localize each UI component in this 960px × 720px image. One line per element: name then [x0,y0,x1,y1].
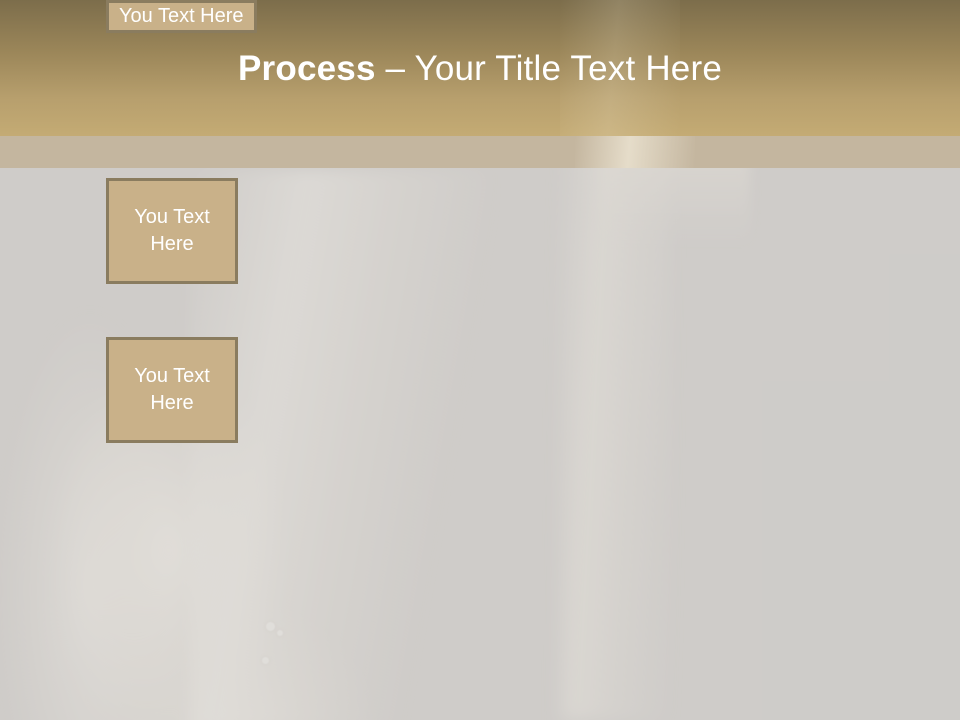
input-box-2[interactable]: You Text Here [106,337,238,443]
input-box-1-label: You Text Here [134,206,210,255]
input-box-2-label: You Text Here [134,365,210,414]
page-title-rest: – Your Title Text Here [375,49,722,88]
page-title: Process – Your Title Text Here [0,47,960,91]
title-band-sheen [560,0,680,136]
title-sub-band-sheen [575,136,695,168]
page-title-strong: Process [238,49,376,88]
input-box-1[interactable]: You Text Here [106,178,238,284]
title-sub-band [0,136,960,168]
input-box-3[interactable]: You Text Here [106,0,257,33]
input-box-3-label: You Text Here [119,5,244,27]
